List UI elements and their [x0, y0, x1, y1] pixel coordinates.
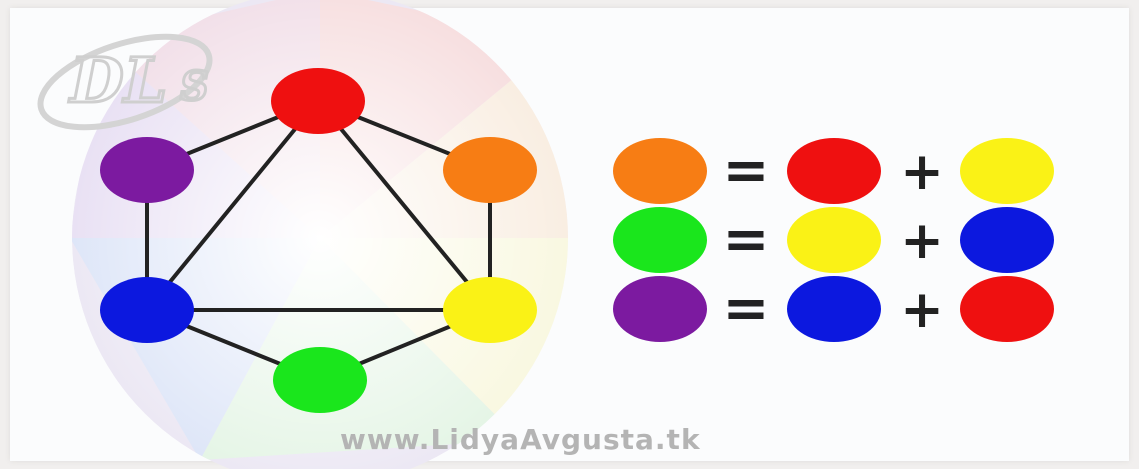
equals-sign: =	[723, 138, 770, 203]
plus-sign: +	[900, 142, 944, 202]
node-red	[271, 68, 365, 134]
equation-right-swatch	[960, 207, 1054, 273]
equation-left-swatch	[787, 276, 881, 342]
equals-sign: =	[723, 276, 770, 341]
plus-sign: +	[900, 280, 944, 340]
node-purple	[100, 137, 194, 203]
node-blue	[100, 277, 194, 343]
equation-row: = +	[613, 276, 1054, 342]
logo-suffix: S	[180, 63, 209, 110]
equals-sign: =	[723, 207, 770, 272]
line-red-yellow	[316, 99, 492, 312]
logo-swoosh	[37, 33, 213, 131]
equation-row: = +	[613, 207, 1054, 273]
node-yellow	[443, 277, 537, 343]
node-green	[273, 347, 367, 413]
equation-row: = +	[613, 138, 1054, 204]
equation-right-swatch	[960, 276, 1054, 342]
equation-left-swatch	[787, 138, 881, 204]
equation-right-swatch	[960, 138, 1054, 204]
dl-logo: DL S	[37, 33, 213, 131]
plus-sign: +	[900, 211, 944, 271]
line-red-blue	[145, 99, 320, 312]
logo-letters: DL	[68, 44, 167, 117]
equation-result-swatch	[613, 207, 707, 273]
equation-result-swatch	[613, 138, 707, 204]
website-url: www.LidyaAvgusta.tk	[340, 423, 701, 456]
node-orange	[443, 137, 537, 203]
equation-left-swatch	[787, 207, 881, 273]
equations: = + = + = +	[613, 138, 1054, 342]
wheel-nodes	[100, 68, 537, 413]
equation-result-swatch	[613, 276, 707, 342]
